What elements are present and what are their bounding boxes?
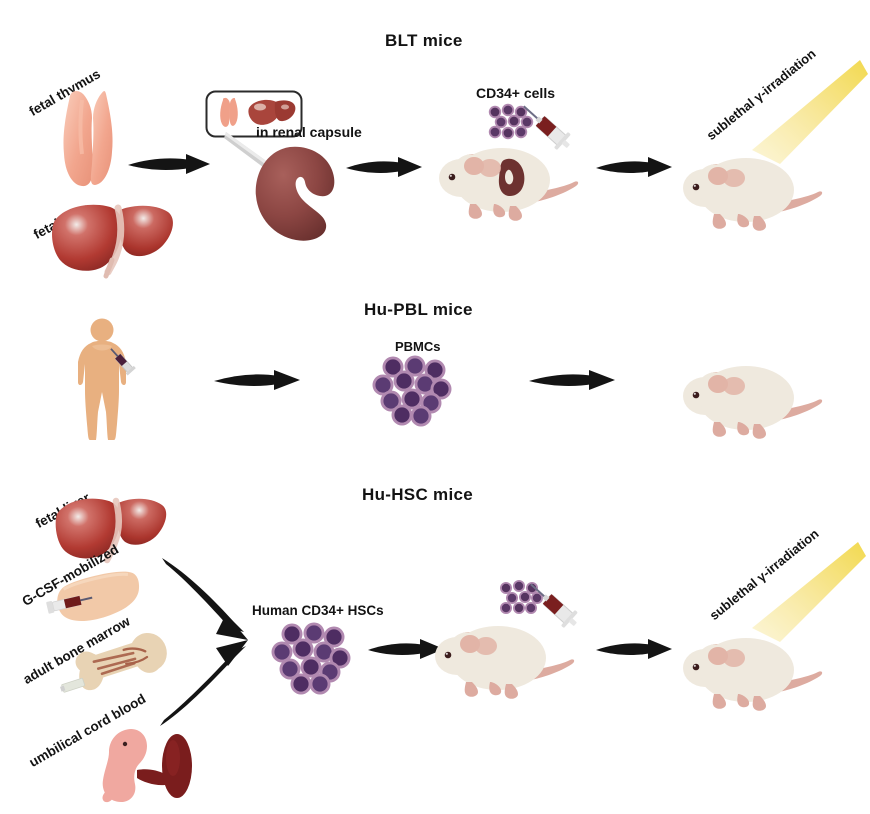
hsc-cell-cluster [268,622,354,695]
fetal-liver-icon-blt [48,200,178,279]
arrow-blt-1 [126,152,214,176]
fetal-liver-icon-hsc [52,494,172,564]
row-title-hu-hsc: Hu-HSC mice [362,485,473,504]
irradiation-beam-blt [740,58,870,168]
curved-arrow-bottom [158,640,258,730]
curved-arrow-top [158,556,258,646]
mouse-icon-hu-hsc [424,608,584,708]
mouse-icon-hu-hsc-irradiated [672,620,832,720]
arrow-blt-3 [594,155,676,179]
renal-capsule-inset [205,90,303,138]
mouse-icon-hu-pbl [672,348,832,448]
irradiation-beam-hsc [742,540,868,646]
syringe-icon-hsc [521,576,583,632]
label-pbmcs: PBMCs [395,339,441,354]
pbmc-cell-cluster [369,355,455,427]
label-human-cd34-hscs: Human CD34+ HSCs [252,603,384,618]
arrow-pbl-1 [212,368,304,392]
row-title-blt: BLT mice [385,31,463,50]
cd34-cell-cluster-blt [486,103,538,142]
kidney-icon [250,144,340,244]
syringe-icon-blt [514,98,576,154]
umbilical-cord-blood-icon [95,714,205,809]
arrow-hsc-1 [366,637,448,661]
arm-injection-icon [44,570,152,640]
label-cd34-cells: CD34+ cells [476,85,555,101]
arrow-blt-2 [344,155,426,179]
arrow-pbl-2 [527,368,619,392]
mouse-icon-blt-grafted [428,130,588,230]
arrow-hsc-2 [594,637,676,661]
hsc-injection-cell-cluster [497,580,547,617]
row-title-hu-pbl: Hu-PBL mice [364,300,473,319]
mouse-icon-blt-irradiated [672,140,832,240]
femur-bone-icon [56,625,176,705]
fetal-thymus-icon [58,88,128,193]
label-in-renal-capsule: in renal capsule [256,124,362,140]
human-body-icon [62,316,150,442]
